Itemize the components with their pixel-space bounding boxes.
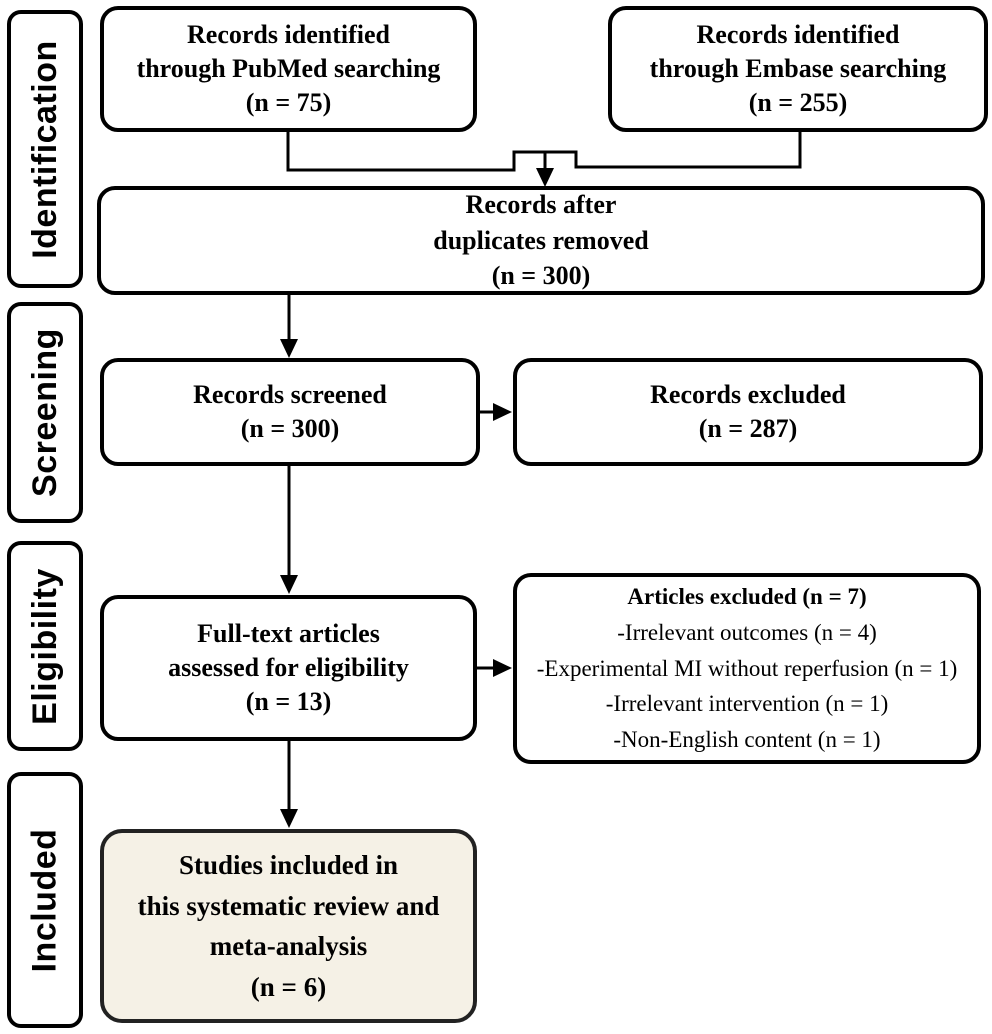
stage-label-identification-text: Identification	[25, 39, 64, 259]
merge-arrow-head	[536, 168, 554, 187]
arrow-screened-to-fulltext-head	[280, 575, 298, 594]
stage-label-screening: Screening	[7, 302, 83, 523]
stage-label-identification: Identification	[7, 10, 83, 288]
articles-excluded-item: -Experimental MI without reperfusion (n …	[536, 655, 958, 681]
stage-label-eligibility: Eligibility	[7, 541, 83, 751]
articles-excluded-item: -Irrelevant outcomes (n = 4)	[617, 620, 877, 646]
stage-label-eligibility-text: Eligibility	[25, 567, 64, 725]
box-studies-included-text: Studies included in this systematic revi…	[137, 850, 440, 1002]
box-duplicates-removed-text: Records after duplicates removed (n = 30…	[433, 189, 649, 291]
arrow-fulltext-to-articles-head	[493, 659, 512, 677]
box-records-embase-text: Records identified through Embase search…	[649, 19, 947, 118]
stage-label-included-text: Included	[25, 828, 64, 972]
box-records-pubmed-text: Records identified through PubMed search…	[136, 19, 441, 118]
box-fulltext-assessed-text: Full-text articles assessed for eligibil…	[168, 618, 409, 717]
arrow-duplicates-to-screened-head	[280, 339, 298, 358]
stage-label-screening-text: Screening	[25, 328, 64, 497]
box-studies-included: Studies included in this systematic revi…	[100, 829, 477, 1023]
stage-label-included: Included	[7, 772, 83, 1028]
box-records-pubmed: Records identified through PubMed search…	[100, 6, 477, 132]
box-articles-excluded-content: Articles excluded (n = 7) -Irrelevant ou…	[537, 579, 957, 757]
box-records-embase: Records identified through Embase search…	[608, 6, 988, 132]
box-articles-excluded: Articles excluded (n = 7) -Irrelevant ou…	[513, 573, 981, 764]
arrow-fulltext-to-included-head	[280, 809, 298, 828]
merge-connector-line	[286, 132, 802, 172]
arrow-screened-to-excluded-head	[493, 403, 512, 421]
box-records-excluded: Records excluded (n = 287)	[513, 358, 983, 466]
articles-excluded-item: -Non-English content (n = 1)	[613, 726, 881, 752]
box-records-screened-text: Records screened (n = 300)	[193, 379, 387, 443]
articles-excluded-title: Articles excluded (n = 7)	[627, 584, 867, 610]
box-duplicates-removed: Records after duplicates removed (n = 30…	[97, 186, 985, 295]
box-fulltext-assessed: Full-text articles assessed for eligibil…	[100, 595, 477, 741]
box-records-excluded-text: Records excluded (n = 287)	[650, 379, 846, 443]
box-records-screened: Records screened (n = 300)	[100, 358, 480, 466]
articles-excluded-item: -Irrelevant intervention (n = 1)	[605, 691, 889, 717]
